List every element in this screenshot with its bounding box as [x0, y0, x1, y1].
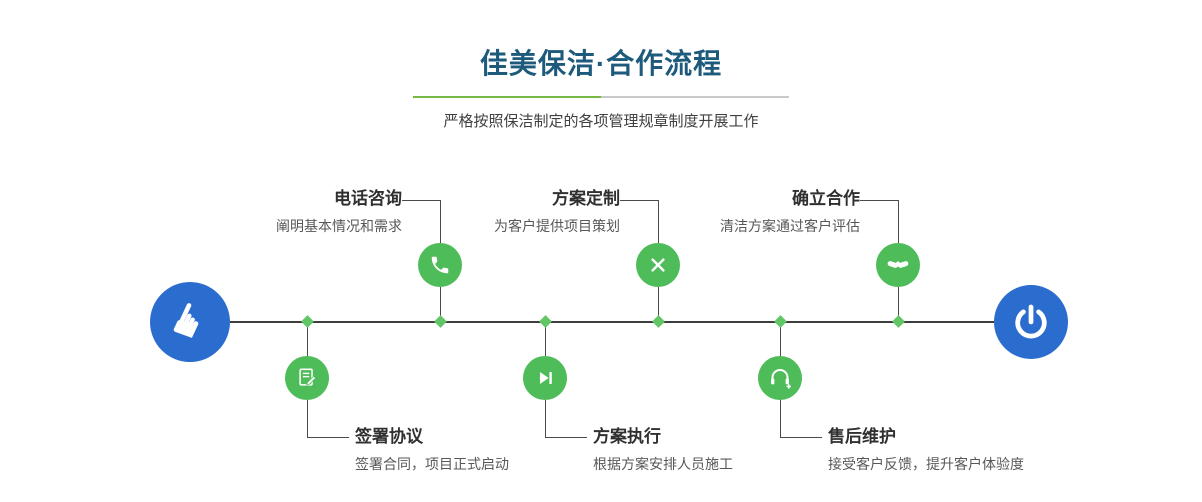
page-title: 佳美保洁·合作流程 [479, 48, 723, 79]
timeline-junction-diamond [434, 315, 447, 328]
aftersales-icon-circle [758, 356, 802, 400]
step-title: 电话咨询 [334, 189, 402, 208]
phone-consult-icon-circle [418, 243, 462, 287]
timeline-junction-diamond [774, 315, 787, 328]
timeline-junction-diamond [892, 315, 905, 328]
step-title: 签署协议 [355, 427, 423, 446]
title-divider [413, 96, 789, 98]
connector-line [307, 323, 308, 356]
timeline-line [230, 321, 994, 323]
power-icon [1015, 304, 1047, 339]
sign-agreement-icon-circle [285, 356, 329, 400]
timeline-junction-diamond [539, 315, 552, 328]
connector-line [658, 287, 659, 321]
plan-execute-icon-circle [523, 356, 567, 400]
plan-custom-icon-circle [636, 243, 680, 287]
phone-consult-connector-h [402, 200, 440, 201]
step-title: 确立合作 [792, 189, 860, 208]
connector-line [545, 323, 546, 356]
establish-coop-connector-h [860, 200, 898, 201]
establish-coop-icon-circle [876, 243, 920, 287]
plan-execute-label: 方案执行 根据方案安排人员施工 [593, 427, 893, 473]
phone-icon [431, 256, 449, 274]
connector-line [440, 287, 441, 321]
headset-icon [771, 369, 791, 389]
pointing-hand-icon: ☛ [158, 292, 221, 350]
step-desc: 签署合同，项目正式启动 [355, 456, 509, 472]
contract-icon [299, 368, 317, 386]
plan-execute-connector-h [545, 437, 587, 438]
establish-coop-connector-v [898, 200, 899, 243]
sign-agreement-connector-v [307, 400, 308, 438]
plan-custom-label: 方案定制 为客户提供项目策划 [420, 189, 620, 235]
plan-custom-connector-h [620, 200, 658, 201]
aftersales-connector-v [780, 400, 781, 438]
step-desc: 根据方案安排人员施工 [593, 456, 733, 472]
aftersales-label: 售后维护 接受客户反馈，提升客户体验度 [828, 427, 1148, 473]
plan-custom-connector-v [658, 200, 659, 243]
connector-line [898, 287, 899, 321]
step-desc: 阐明基本情况和需求 [276, 218, 402, 234]
timeline-junction-diamond [652, 315, 665, 328]
phone-consult-connector-v [440, 200, 441, 243]
step-title: 方案定制 [552, 189, 620, 208]
plan-execute-connector-v [545, 400, 546, 438]
sign-agreement-label: 签署协议 签署合同，项目正式启动 [355, 427, 655, 473]
step-desc: 接受客户反馈，提升客户体验度 [828, 456, 1024, 472]
divider-green-segment [413, 96, 601, 98]
handshake-icon [887, 261, 909, 268]
connector-line [780, 323, 781, 356]
step-desc: 清洁方案通过客户评估 [720, 218, 860, 234]
divider-gray-segment [601, 96, 789, 98]
timeline-junction-diamond [301, 315, 314, 328]
sign-agreement-connector-h [307, 437, 349, 438]
play-icon [539, 372, 552, 384]
phone-consult-label: 电话咨询 阐明基本情况和需求 [202, 189, 402, 235]
step-desc: 为客户提供项目策划 [494, 218, 620, 234]
pencil-ruler-icon [651, 258, 665, 272]
establish-coop-label: 确立合作 清洁方案通过客户评估 [660, 189, 860, 235]
step-title: 售后维护 [828, 427, 896, 446]
page-subtitle: 严格按照保洁制定的各项管理规章制度开展工作 [443, 113, 759, 130]
timeline-end-node [994, 285, 1068, 359]
step-title: 方案执行 [593, 427, 661, 446]
timeline-start-node: ☛ [150, 282, 230, 362]
aftersales-connector-h [780, 437, 822, 438]
